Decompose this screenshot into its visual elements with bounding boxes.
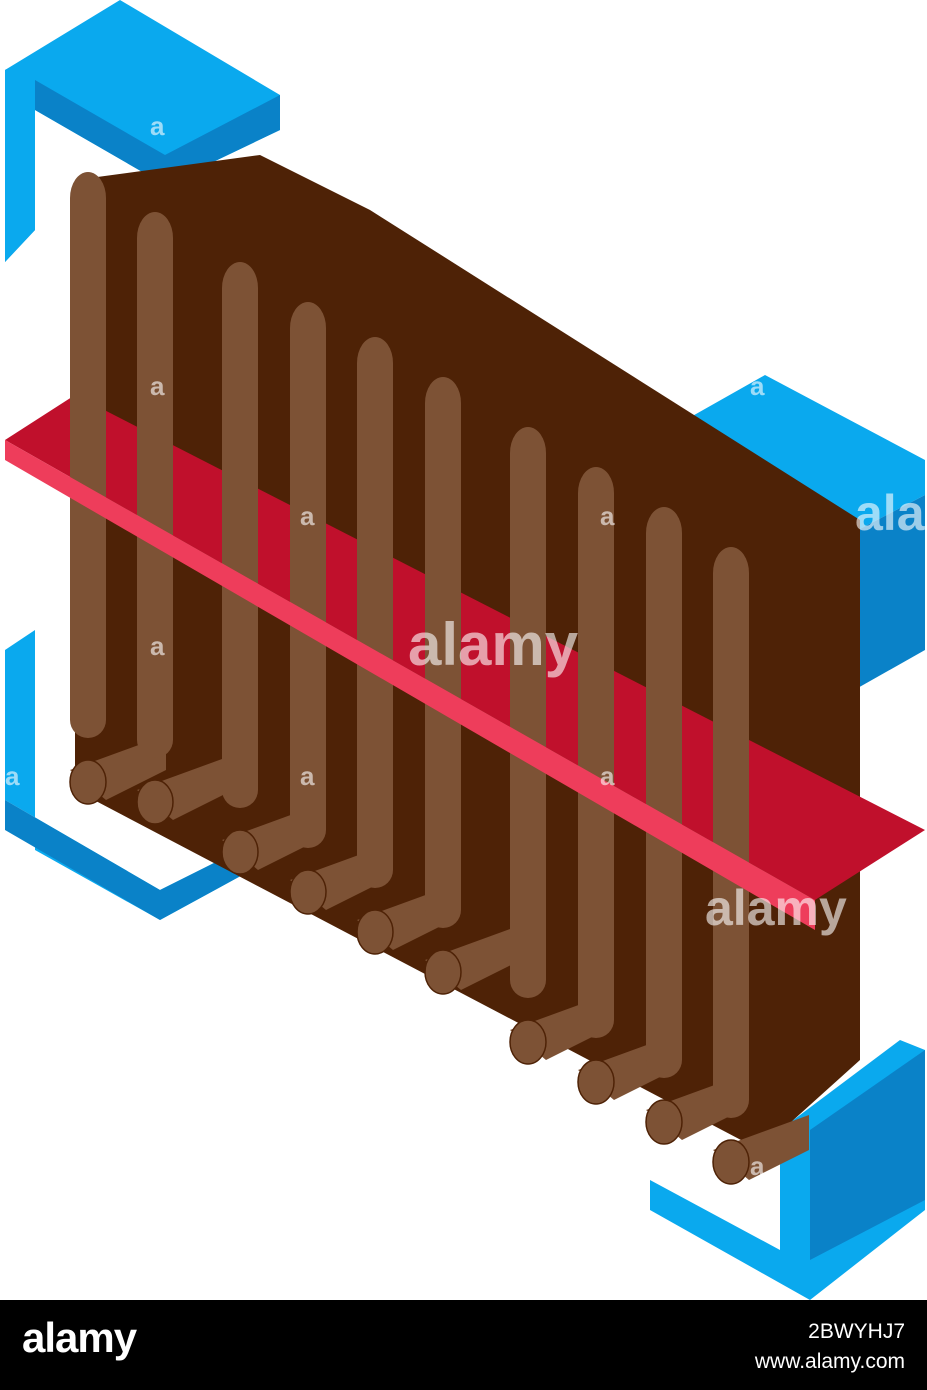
scan-bracket-top-left [5,0,280,262]
site-url: www.alamy.com [754,1350,905,1373]
bar-body [578,467,614,1038]
scan-bracket-bottom-right [650,1040,925,1300]
watermark-small-5: a [300,761,315,791]
bracket-front [35,80,280,185]
barcode-bar [712,547,809,1185]
bar-body [713,547,749,1118]
watermark-center: alamy [408,611,579,678]
bar-foot-cap [645,1099,683,1145]
bracket-front [5,800,270,920]
scan-bracket-bottom-left [5,630,270,920]
watermark-small-6: a [600,501,615,531]
watermark-small-2: a [150,371,165,401]
barcode-bar [136,212,233,825]
bar-body [70,172,106,738]
bar-foot-cap [356,909,394,955]
watermark-small-8: a [750,371,765,401]
bracket-side [810,1050,925,1260]
bar-body [357,337,393,888]
watermark-small-10: a [5,761,20,791]
bar-foot-cap [289,869,327,915]
bar-foot-cap [221,829,259,875]
bar-foot-cap [69,759,107,805]
bar-foot-cap [136,779,174,825]
barcode-bar [69,172,166,805]
bar-body [425,377,461,928]
bar-foot-cap [424,949,462,995]
watermark-small-9: a [750,1151,765,1181]
barcode-scanner-illustration: alamy alamy alamy a a a a a a a a a a [5,0,927,1300]
bracket-top [5,0,280,262]
watermark-right: alamy [855,485,927,541]
laser-beam [5,440,815,930]
watermark-small-4: a [300,501,315,531]
bar-body [137,212,173,758]
bar-body [290,302,326,848]
barcode-bars [69,172,809,1185]
watermark-small-3: a [150,631,165,661]
watermark-small-7: a [600,761,615,791]
bar-foot-cap [509,1019,547,1065]
stock-footer: alamy 2BWYHJ7 www.alamy.com [0,1300,927,1390]
bar-foot-cap [577,1059,615,1105]
alamy-logo: alamy [22,1314,137,1361]
bar-foot-cap [712,1139,750,1185]
watermark-lower: alamy [705,880,847,936]
image-id: 2BWYHJ7 [808,1320,905,1343]
watermark-small-1: a [150,111,165,141]
bar-body [646,507,682,1078]
bar-body [222,262,258,808]
barcode-bar [424,377,521,995]
bar-body [510,427,546,998]
